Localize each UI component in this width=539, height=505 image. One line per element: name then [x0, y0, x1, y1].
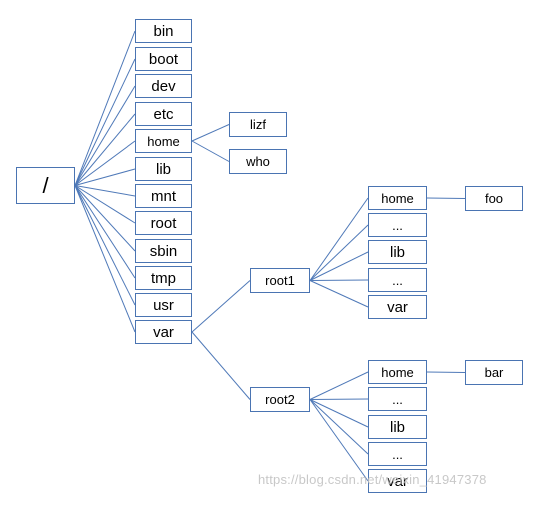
- node-root2-home: home: [368, 360, 427, 384]
- node-lib: lib: [135, 157, 192, 181]
- edge-root1-r1_home: [309, 197, 369, 281]
- node-mnt: mnt: [135, 184, 192, 208]
- edge-var-root1: [191, 280, 251, 333]
- node-root1-ellipsis-1: ...: [368, 213, 427, 237]
- edge-home-lizf: [191, 124, 230, 142]
- edge-r2_home-bar: [426, 371, 466, 373]
- node-root: /: [16, 167, 75, 204]
- node-who: who: [229, 149, 287, 174]
- node-root1-lib: lib: [368, 240, 427, 264]
- edge-r1_home-foo: [426, 197, 466, 199]
- edge-root-sbin: [74, 185, 136, 252]
- watermark-url: https://blog.csdn.net/weixin_41947378: [258, 472, 487, 487]
- node-root1-var: var: [368, 295, 427, 319]
- edge-root1-r1_var: [309, 280, 369, 308]
- node-root1-home: home: [368, 186, 427, 210]
- edge-root2-r2_var: [309, 399, 369, 482]
- edge-root2-r2_home: [309, 371, 369, 400]
- edge-root2-r2_lib: [309, 399, 369, 428]
- node-root2-ellipsis-1: ...: [368, 387, 427, 411]
- node-bin: bin: [135, 19, 192, 43]
- edge-root2-r2_dots1: [309, 398, 369, 400]
- edge-root1-r1_dots1: [309, 224, 369, 281]
- edge-root-boot: [74, 58, 136, 186]
- node-home: home: [135, 129, 192, 153]
- node-tmp: tmp: [135, 266, 192, 290]
- edge-root-tmp: [74, 185, 136, 279]
- node-boot: boot: [135, 47, 192, 71]
- node-usr: usr: [135, 293, 192, 317]
- edge-root-rootdir: [74, 185, 136, 224]
- edge-root-etc: [74, 113, 136, 186]
- node-root2-lib: lib: [368, 415, 427, 439]
- edge-root-home: [74, 140, 136, 186]
- edge-root-usr: [74, 185, 136, 306]
- node-dev: dev: [135, 74, 192, 98]
- node-bar: bar: [465, 360, 523, 385]
- edge-root-mnt: [74, 185, 136, 197]
- edge-root1-r1_dots2: [309, 279, 369, 281]
- edge-root-lib: [74, 168, 136, 186]
- node-root2-ellipsis-2: ...: [368, 442, 427, 466]
- node-sbin: sbin: [135, 239, 192, 263]
- node-root1-ellipsis-2: ...: [368, 268, 427, 292]
- node-root2: root2: [250, 387, 310, 412]
- edge-home-who: [191, 140, 230, 162]
- edge-var-root2: [191, 331, 251, 400]
- edge-root2-r2_dots2: [309, 399, 369, 455]
- node-lizf: lizf: [229, 112, 287, 137]
- edge-root-var: [74, 185, 136, 333]
- node-root-dir: root: [135, 211, 192, 235]
- node-root2-var: var: [368, 469, 427, 493]
- node-etc: etc: [135, 102, 192, 126]
- node-root1: root1: [250, 268, 310, 293]
- edge-root-dev: [74, 85, 136, 186]
- node-var: var: [135, 320, 192, 344]
- edge-root1-r1_lib: [309, 251, 369, 281]
- edge-root-bin: [74, 30, 136, 186]
- node-foo: foo: [465, 186, 523, 211]
